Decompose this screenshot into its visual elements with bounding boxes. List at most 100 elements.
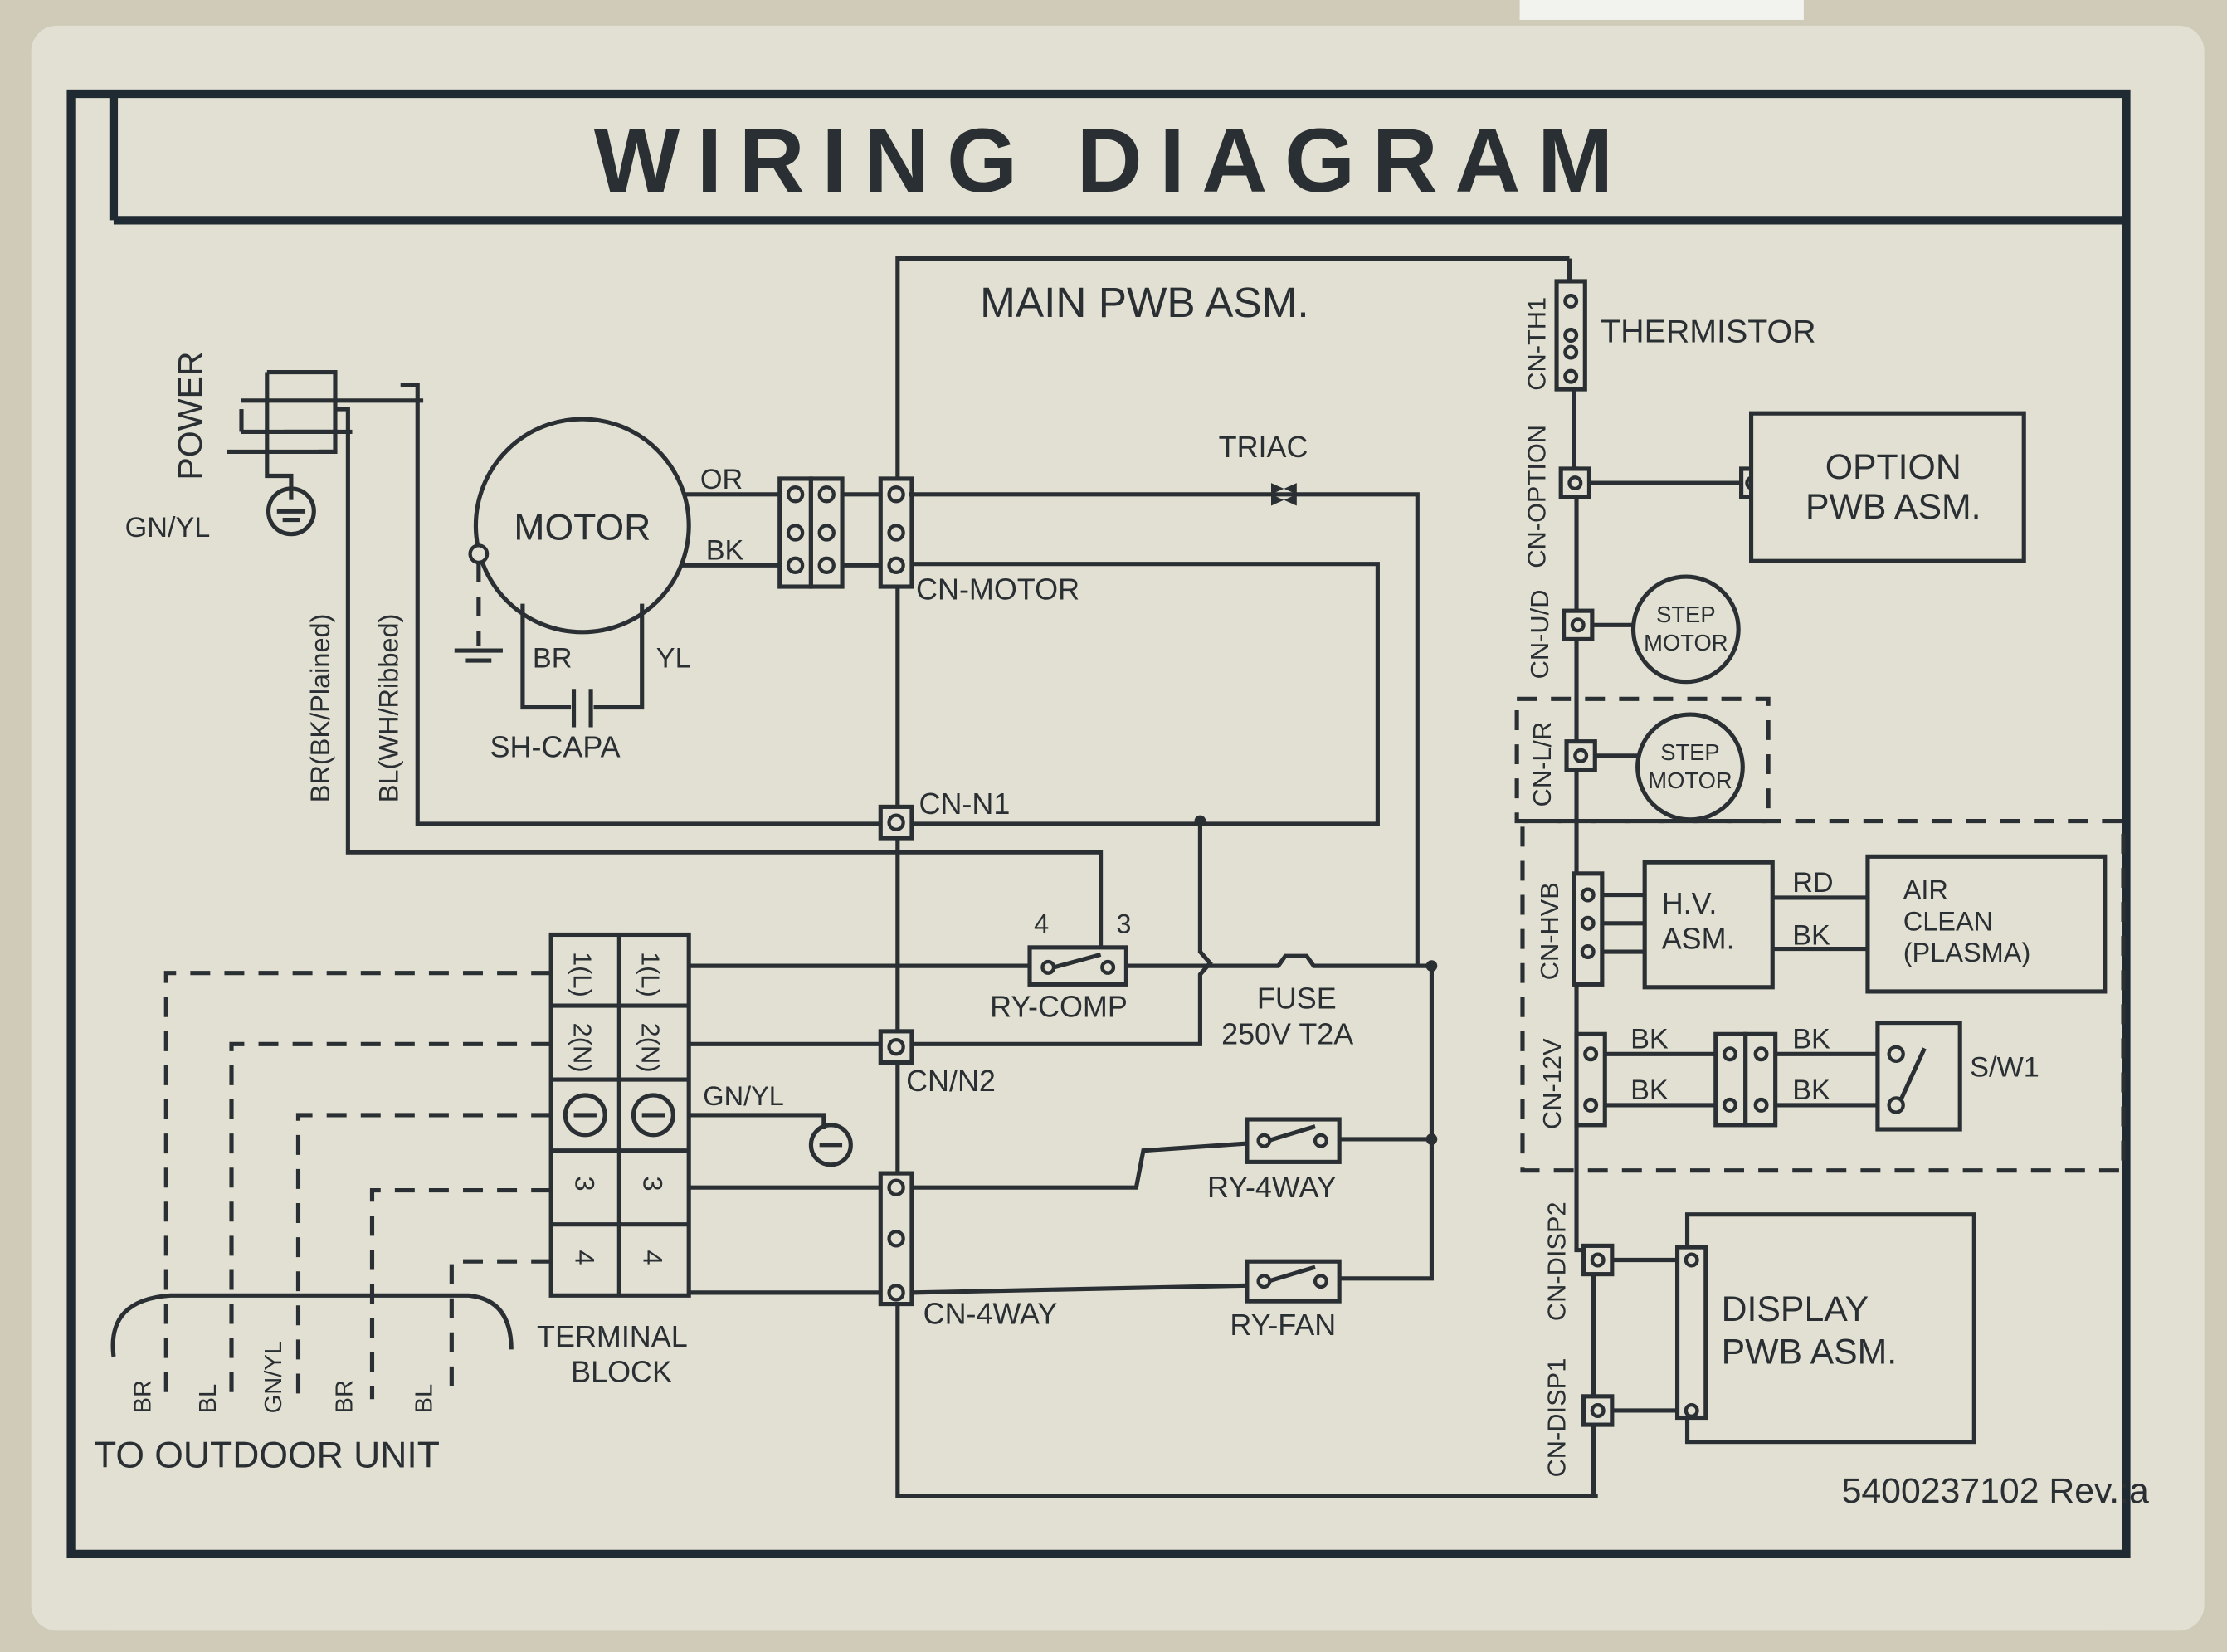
label-sticker-corner xyxy=(1519,0,1804,20)
ground-icon xyxy=(808,1123,853,1167)
bk-label: BK xyxy=(1630,1023,1669,1055)
air-clean-label-1: AIR xyxy=(1903,875,1948,905)
n-wire xyxy=(911,821,1213,1046)
fuse-icon xyxy=(1126,953,1435,968)
ry-fan xyxy=(1245,1259,1342,1304)
tb-row-4-left: 4 xyxy=(569,1250,599,1265)
power-ground-label: GN/YL xyxy=(125,512,211,543)
terminal-block-label-1: TERMINAL xyxy=(537,1319,688,1353)
sw1-label: S/W1 xyxy=(1970,1052,2039,1084)
ground-icon xyxy=(266,486,316,537)
wire-br xyxy=(334,407,1104,961)
outdoor-wire-label: BL xyxy=(195,1384,222,1414)
cn-n1 xyxy=(878,804,914,841)
option-pwb-label-2: PWB ASM. xyxy=(1805,487,1981,527)
cn-disp1-label: CN-DISP1 xyxy=(1542,1358,1571,1478)
cn-12v-label: CN-12V xyxy=(1537,1038,1567,1129)
ry-comp-pin4: 4 xyxy=(1034,909,1049,939)
outdoor-wire-label: BR xyxy=(332,1380,358,1413)
part-number: 5400237102 Rev.:a xyxy=(1842,1471,2149,1511)
hv-asm-label-1: H.V. xyxy=(1662,886,1718,920)
outdoor-wires xyxy=(110,971,552,1400)
step-motor-ud xyxy=(1630,574,1741,685)
display-pwb xyxy=(1684,1212,1976,1445)
power-label: POWER xyxy=(171,351,209,480)
cn-option-label: CN-OPTION xyxy=(1522,425,1551,568)
fuse-rating: 250V T2A xyxy=(1221,1016,1353,1050)
cn-hvb-label: CN-HVB xyxy=(1535,882,1564,980)
cn-4way-label: CN-4WAY xyxy=(923,1297,1058,1331)
tb-row-1-left: 1(L) xyxy=(568,952,597,997)
ry-comp-label: RY-COMP xyxy=(990,990,1128,1024)
bk-label: BK xyxy=(1792,1075,1830,1106)
triac-label: TRIAC xyxy=(1219,430,1308,464)
air-clean-plasma xyxy=(1865,854,2108,994)
hv-asm-label-2: ASM. xyxy=(1662,922,1735,956)
cn-n1-label: CN-N1 xyxy=(919,787,1010,821)
diagram-frame xyxy=(66,89,2131,1559)
motor-br-label: BR xyxy=(533,643,573,675)
step-motor-ud-label-2: MOTOR xyxy=(1644,630,1728,655)
tb-ground-icon-left xyxy=(563,1093,607,1138)
cn-th1-label: CN-TH1 xyxy=(1522,297,1551,391)
rd-label: RD xyxy=(1792,867,1833,899)
cn-n2-label: CN/N2 xyxy=(906,1064,996,1098)
right-bus xyxy=(1572,386,1596,1496)
motor-or-label: OR xyxy=(700,464,743,495)
lr-option-box xyxy=(1514,696,1771,824)
tb-ground-icon-right xyxy=(631,1093,675,1138)
step-motor-lr-label-2: MOTOR xyxy=(1648,768,1732,793)
step-motor-ud-label-1: STEP xyxy=(1656,602,1715,627)
outdoor-wire-label: BL xyxy=(411,1384,437,1414)
main-pwb-label: MAIN PWB ASM. xyxy=(980,279,1309,326)
cn-disp2-label: CN-DISP2 xyxy=(1542,1201,1571,1321)
title: WIRING DIAGRAM xyxy=(594,110,1630,212)
motor-bk-label: BK xyxy=(706,535,744,567)
ry-comp-pin3: 3 xyxy=(1116,909,1131,939)
step-motor-lr-label-1: STEP xyxy=(1660,739,1719,765)
thermistor-label: THERMISTOR xyxy=(1601,314,1815,350)
step-motor-lr xyxy=(1635,712,1745,822)
ry-4way-label: RY-4WAY xyxy=(1207,1170,1337,1204)
triac-icon xyxy=(1271,483,1297,506)
tb-row-3-right: 3 xyxy=(637,1176,667,1191)
air-clean-label-2: CLEAN xyxy=(1903,906,1993,936)
air-clean-label-3: (PLASMA) xyxy=(1903,938,2031,967)
outdoor-wire-label: GN/YL xyxy=(261,1341,287,1413)
cn-lr-label: CN-L/R xyxy=(1528,722,1557,807)
tb-row-4-right: 4 xyxy=(637,1250,667,1265)
terminal-block-label-2: BLOCK xyxy=(571,1355,672,1389)
cn-ud-label: CN-U/D xyxy=(1525,590,1554,680)
tb-ground-label: GN/YL xyxy=(703,1081,784,1111)
capacitor-label: SH-CAPA xyxy=(490,729,621,763)
triac-wire xyxy=(909,492,1420,967)
motor-label: MOTOR xyxy=(514,508,651,548)
tb-row-3-left: 3 xyxy=(569,1176,599,1191)
tb-row-2-left: 2(N) xyxy=(568,1023,597,1073)
ry-fan-label: RY-FAN xyxy=(1230,1308,1336,1342)
power-plug: POWER GN/YL BR(BK/Plained) BL(WH/Ribbed) xyxy=(125,351,1380,961)
option-pwb-label-1: OPTION xyxy=(1825,447,1961,487)
outdoor-wire-label: BR xyxy=(129,1380,156,1413)
display-pwb-label-2: PWB ASM. xyxy=(1722,1332,1898,1372)
main-pwb-outline xyxy=(895,256,1598,1498)
switch-sw1 xyxy=(1875,1021,1962,1132)
option-pwb xyxy=(1749,411,2026,563)
display-pwb-label-1: DISPLAY xyxy=(1722,1289,1869,1329)
tb-row-2-right: 2(N) xyxy=(636,1023,665,1073)
tb-row-1-right: 1(L) xyxy=(636,952,665,997)
bk-label: BK xyxy=(1630,1075,1669,1106)
bk-label: BK xyxy=(1792,1023,1830,1055)
motor-yl-label: YL xyxy=(656,643,691,675)
wire-br-label: BR(BK/Plained) xyxy=(305,614,335,803)
cn-n2 xyxy=(878,1029,914,1065)
outdoor-unit-label: TO OUTDOOR UNIT xyxy=(94,1435,440,1475)
hv-asm xyxy=(1642,860,1775,990)
wire-bl-label: BL(WH/Ribbed) xyxy=(373,614,403,803)
cn-motor-label: CN-MOTOR xyxy=(916,572,1079,606)
bk-label: BK xyxy=(1792,919,1830,951)
terminal-block: 1(L) 1(L) 2(N) 2(N) 3 3 4 4 TERMINAL BLO… xyxy=(537,932,691,1389)
fan-motor: MOTOR BR YL SH-CAPA OR BK CN-MOTOR xyxy=(454,417,1079,763)
fuse-label: FUSE xyxy=(1257,981,1337,1015)
